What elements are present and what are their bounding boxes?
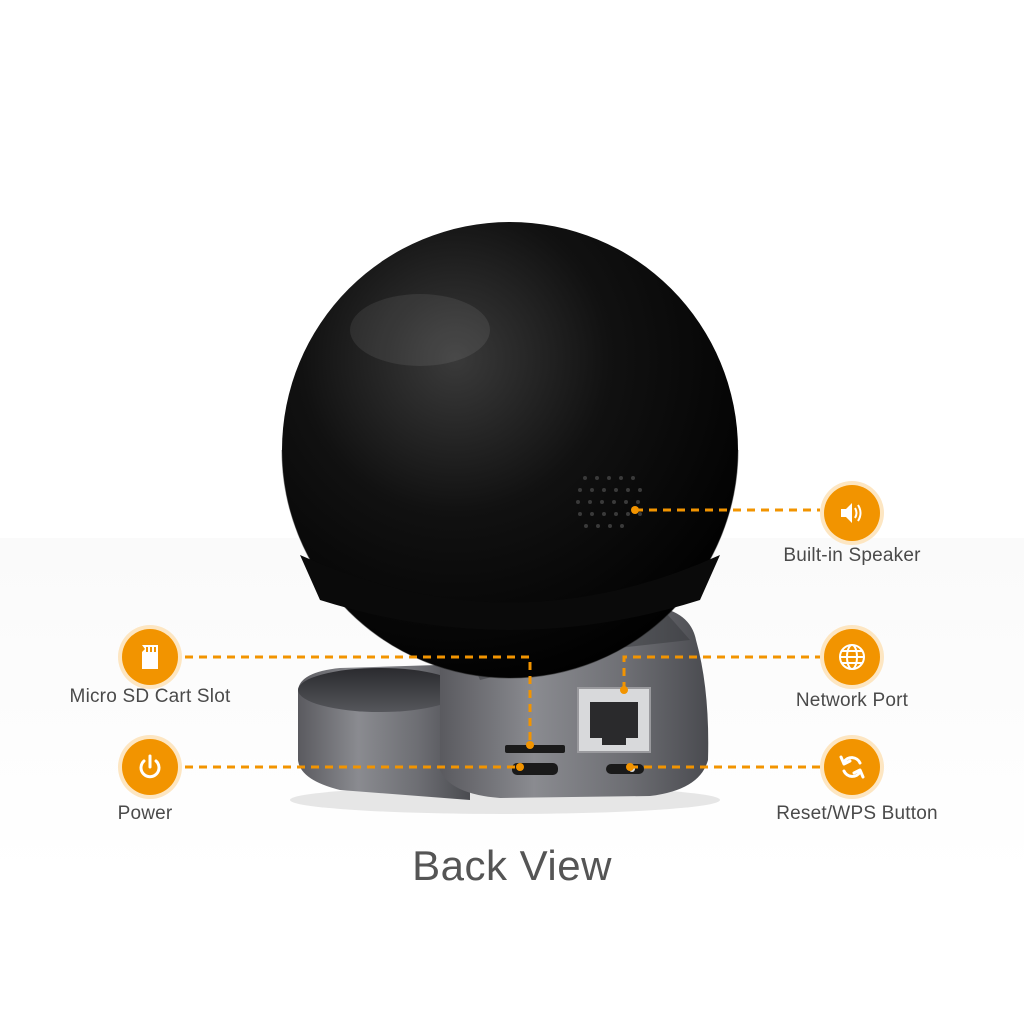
reset-button-slot [606,764,644,774]
network-port-socket [590,702,638,745]
speaker-label: Built-in Speaker [783,545,921,566]
sd-card-icon [122,629,178,685]
sphere-highlight [350,294,490,366]
camera-sphere [282,222,738,678]
globe-icon [824,629,880,685]
power-icon [122,739,178,795]
leader-lines [185,506,820,771]
sd-label: Micro SD Cart Slot [69,686,231,707]
speaker-grille [576,476,642,528]
power-label: Power [117,803,173,824]
speaker-icon [824,485,880,541]
reset-label: Reset/WPS Button [776,803,938,824]
sd-slot [505,745,565,753]
base-dish-interior [298,668,462,712]
view-caption: Back View [412,842,612,889]
network-label: Network Port [795,690,909,711]
sphere-seam [300,555,720,630]
reset-icon [824,739,880,795]
